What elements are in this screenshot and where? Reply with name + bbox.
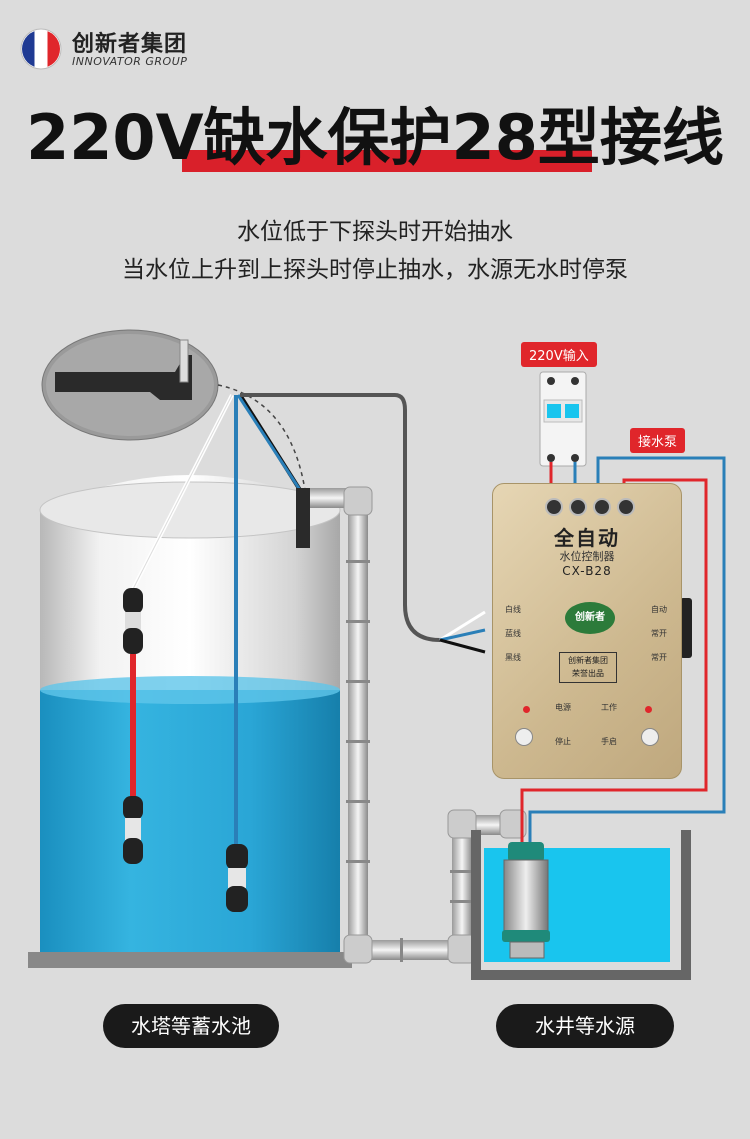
- badge-line-2: 荣誉出品: [572, 669, 604, 678]
- well-label: 水井等水源: [496, 1004, 674, 1048]
- left-label-3: 黑线: [505, 653, 521, 662]
- input-220v-tag: 220V输入: [521, 342, 597, 367]
- lower-probe: [226, 844, 248, 912]
- water-tower-tank: [28, 475, 352, 968]
- brand-name-en: INNOVATOR GROUP: [72, 55, 188, 68]
- terminal-1: [545, 498, 563, 516]
- left-label-2: 蓝线: [505, 629, 521, 638]
- headline-underline: [182, 150, 592, 172]
- wiring-diagram: [28, 329, 726, 980]
- terminal-4: [617, 498, 635, 516]
- circuit-breaker: [539, 371, 587, 467]
- brand-header: 创新者集团 INNOVATOR GROUP: [20, 26, 260, 72]
- right-label-1: 自动: [651, 605, 667, 614]
- controller-badge: 创新者集团 荣誉出品: [559, 652, 617, 683]
- controller-logo: 创新者: [565, 602, 615, 634]
- power-label: 电源: [555, 703, 571, 712]
- water-level-controller: 全自动 水位控制器 CX-B28 白线 蓝线 黑线 自动 常开 常开 创新者 创…: [492, 483, 682, 779]
- stop-button[interactable]: [515, 728, 533, 746]
- france-flag-icon: [20, 28, 62, 70]
- controller-model: CX-B28: [562, 564, 612, 578]
- terminal-3: [593, 498, 611, 516]
- right-label-3: 常开: [651, 653, 667, 662]
- power-led: [523, 706, 530, 713]
- stop-label: 停止: [555, 737, 571, 746]
- water-pipe: [310, 486, 527, 964]
- right-label-2: 常开: [651, 629, 667, 638]
- manual-label: 手启: [601, 737, 617, 746]
- work-led: [645, 706, 652, 713]
- terminal-2: [569, 498, 587, 516]
- description-line-2: 当水位上升到上探头时停止抽水，水源无水时停泵: [122, 257, 628, 283]
- controller-subtitle: 水位控制器: [559, 550, 615, 563]
- manual-start-button[interactable]: [641, 728, 659, 746]
- badge-line-1: 创新者集团: [568, 656, 608, 665]
- controller-title: 全自动: [554, 526, 620, 550]
- left-label-1: 白线: [505, 605, 521, 614]
- pump-tag: 接水泵: [630, 428, 686, 453]
- brand-name: 创新者集团: [72, 32, 188, 57]
- upper-probe: [123, 588, 143, 864]
- work-label: 工作: [601, 703, 617, 712]
- submersible-pump: [502, 842, 550, 959]
- probe-bracket-zoom: [41, 329, 306, 491]
- description-line-1: 水位低于下探头时开始抽水: [237, 219, 513, 245]
- tower-label: 水塔等蓄水池: [103, 1004, 279, 1048]
- page-title: 220V缺水保护28型接线: [26, 101, 724, 174]
